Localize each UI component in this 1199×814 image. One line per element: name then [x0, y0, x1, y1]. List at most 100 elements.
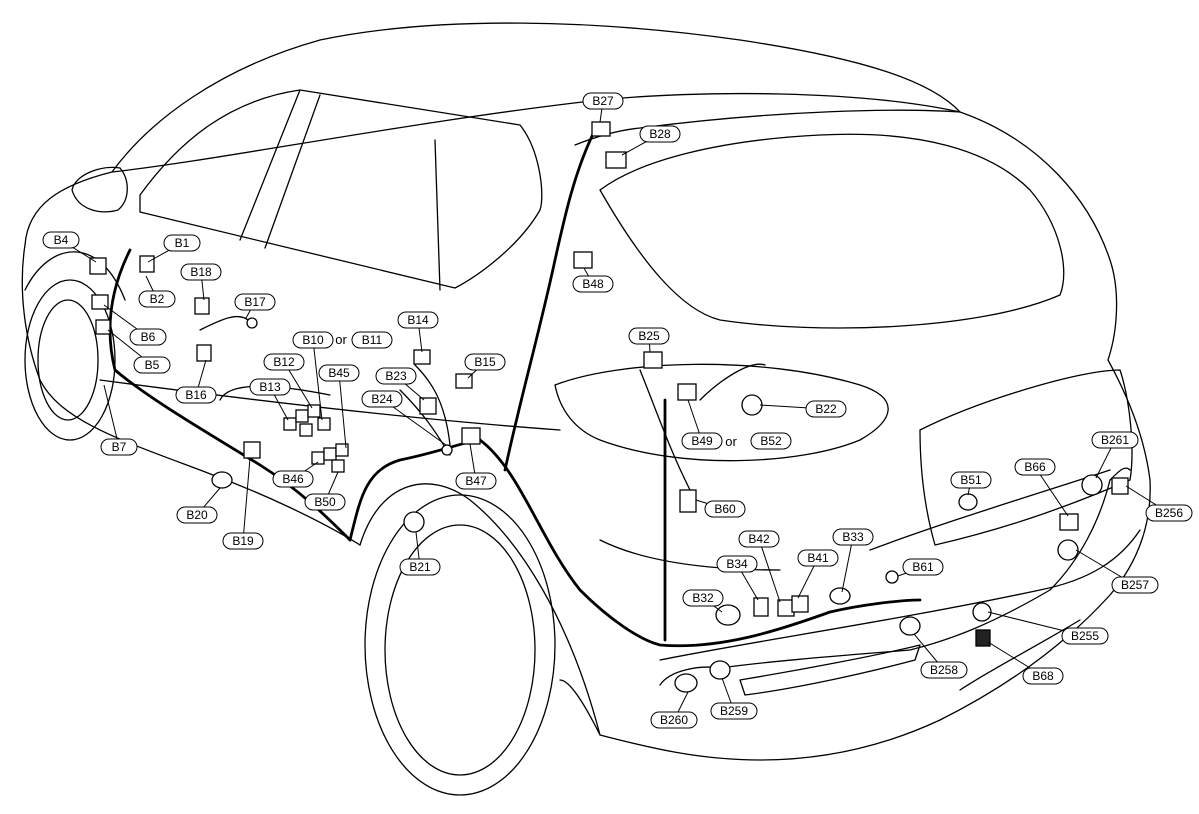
connector-b51-icon	[958, 493, 978, 511]
main-harness	[108, 128, 922, 648]
connector-b49-icon	[677, 383, 697, 401]
connector-label-b5: B5	[133, 356, 171, 374]
connector-label-b13: B13	[249, 378, 291, 396]
connector-label-b1: B1	[163, 234, 201, 252]
connector-b18-icon	[194, 297, 210, 315]
connector-label-b46: B46	[272, 470, 314, 488]
connector-label-text: B15	[474, 355, 496, 369]
connector-label-b15: B15	[464, 353, 506, 371]
connector-b22-icon	[741, 394, 763, 416]
connector-label-text: B11	[362, 333, 383, 347]
connector-label-b4: B4	[42, 231, 80, 249]
connector-b28-icon	[605, 151, 627, 169]
license-plate-recess	[919, 369, 1133, 546]
connector-b60-icon	[679, 489, 697, 513]
leader-line-b42	[758, 538, 781, 603]
connector-label-text: B60	[714, 502, 736, 516]
connector-b21-icon	[403, 511, 425, 533]
connector-label-b66: B66	[1014, 458, 1056, 476]
or-separator-1: or	[335, 332, 347, 347]
connector-b41-icon	[791, 595, 809, 613]
connector-b256-icon	[1111, 477, 1129, 495]
connector-label-text: B45	[328, 366, 350, 380]
connector-b68-icon	[975, 629, 991, 647]
connector-label-text: B16	[185, 388, 207, 402]
connector-b260-icon	[674, 673, 698, 693]
connector-label-b260: B260	[650, 711, 698, 729]
connector-label-text: B32	[692, 591, 714, 605]
connector-label-b28: B28	[639, 125, 681, 143]
connector-label-b12: B12	[263, 353, 305, 371]
connector-label-text: B14	[407, 313, 429, 327]
connector-label-b42: B42	[738, 530, 780, 548]
front-wheel	[24, 279, 116, 441]
connector-label-text: B42	[748, 532, 770, 546]
connector-label-text: B19	[232, 534, 254, 548]
connector-b6-icon	[91, 294, 109, 310]
connector-label-b47: B47	[455, 472, 497, 490]
connector-label-b52: B52	[750, 432, 792, 450]
connector-label-text: B22	[815, 402, 837, 416]
leader-lines	[60, 100, 1170, 721]
connector-label-text: B13	[259, 380, 281, 394]
connector-b66-icon	[1059, 513, 1079, 531]
connector-b12-icon	[307, 404, 321, 418]
rear-wheel	[364, 494, 556, 796]
connector-label-b68: B68	[1022, 667, 1064, 685]
connector-label-b17: B17	[234, 293, 276, 311]
connector-b258-icon	[899, 616, 921, 636]
connector-label-b50: B50	[304, 493, 346, 511]
connector-label-text: B260	[660, 713, 688, 727]
car-body-outline	[24, 22, 1151, 761]
connector-b34-icon	[753, 597, 769, 617]
connector-b5-icon	[95, 319, 111, 335]
alternative-separators: or or	[335, 332, 737, 449]
connector-label-text: B21	[409, 560, 431, 574]
connector-label-b33: B33	[832, 528, 874, 546]
connector-label-text: B24	[371, 392, 393, 406]
connector-b20-icon	[211, 471, 233, 489]
connector-label-text: B261	[1101, 433, 1129, 447]
connector-label-text: B17	[244, 295, 266, 309]
connector-label-text: B12	[273, 355, 295, 369]
connector-label-b18: B18	[180, 263, 222, 281]
connector-label-text: B66	[1024, 460, 1046, 474]
connector-label-b20: B20	[176, 506, 218, 524]
connector-label-text: B255	[1071, 629, 1099, 643]
connector-label-text: B47	[465, 474, 487, 488]
connector-label-b34: B34	[716, 555, 758, 573]
leader-line-b45	[338, 372, 347, 449]
connector-label-b7: B7	[100, 438, 138, 456]
connector-label-text: B46	[282, 472, 304, 486]
connector-label-b21: B21	[399, 558, 441, 576]
connector-b17-icon	[246, 317, 258, 329]
connector-b33-icon	[829, 587, 851, 605]
connector-label-b60: B60	[704, 500, 746, 518]
connector-label-b14: B14	[397, 311, 439, 329]
connector-b257-icon	[1057, 539, 1079, 561]
connector-label-b10: B10	[292, 331, 334, 349]
connector-label-b261: B261	[1091, 431, 1139, 449]
connector-b45-icon	[323, 447, 337, 461]
rear-windshield	[599, 133, 1065, 329]
connector-b25-icon	[643, 351, 663, 369]
connector-label-text: B41	[807, 551, 829, 565]
side-mirror	[71, 166, 128, 213]
rear-bumper	[659, 529, 1141, 661]
side-window	[139, 89, 543, 289]
connector-label-b23: B23	[375, 367, 417, 385]
connector-label-b32: B32	[682, 589, 724, 607]
roof-line	[111, 92, 961, 173]
connector-label-text: B28	[649, 127, 671, 141]
connector-b261-icon	[1081, 474, 1103, 496]
connector-b1-icon	[139, 255, 155, 273]
connector-label-text: B25	[638, 329, 660, 343]
connector-label-b49: B49	[681, 432, 723, 450]
or-separator-2: or	[725, 434, 737, 449]
connector-label-b24: B24	[361, 390, 403, 408]
connector-label-text: B49	[691, 434, 713, 448]
connector-b50-icon	[331, 459, 345, 473]
leader-line-b10	[312, 339, 323, 421]
connector-label-b61: B61	[902, 558, 944, 576]
